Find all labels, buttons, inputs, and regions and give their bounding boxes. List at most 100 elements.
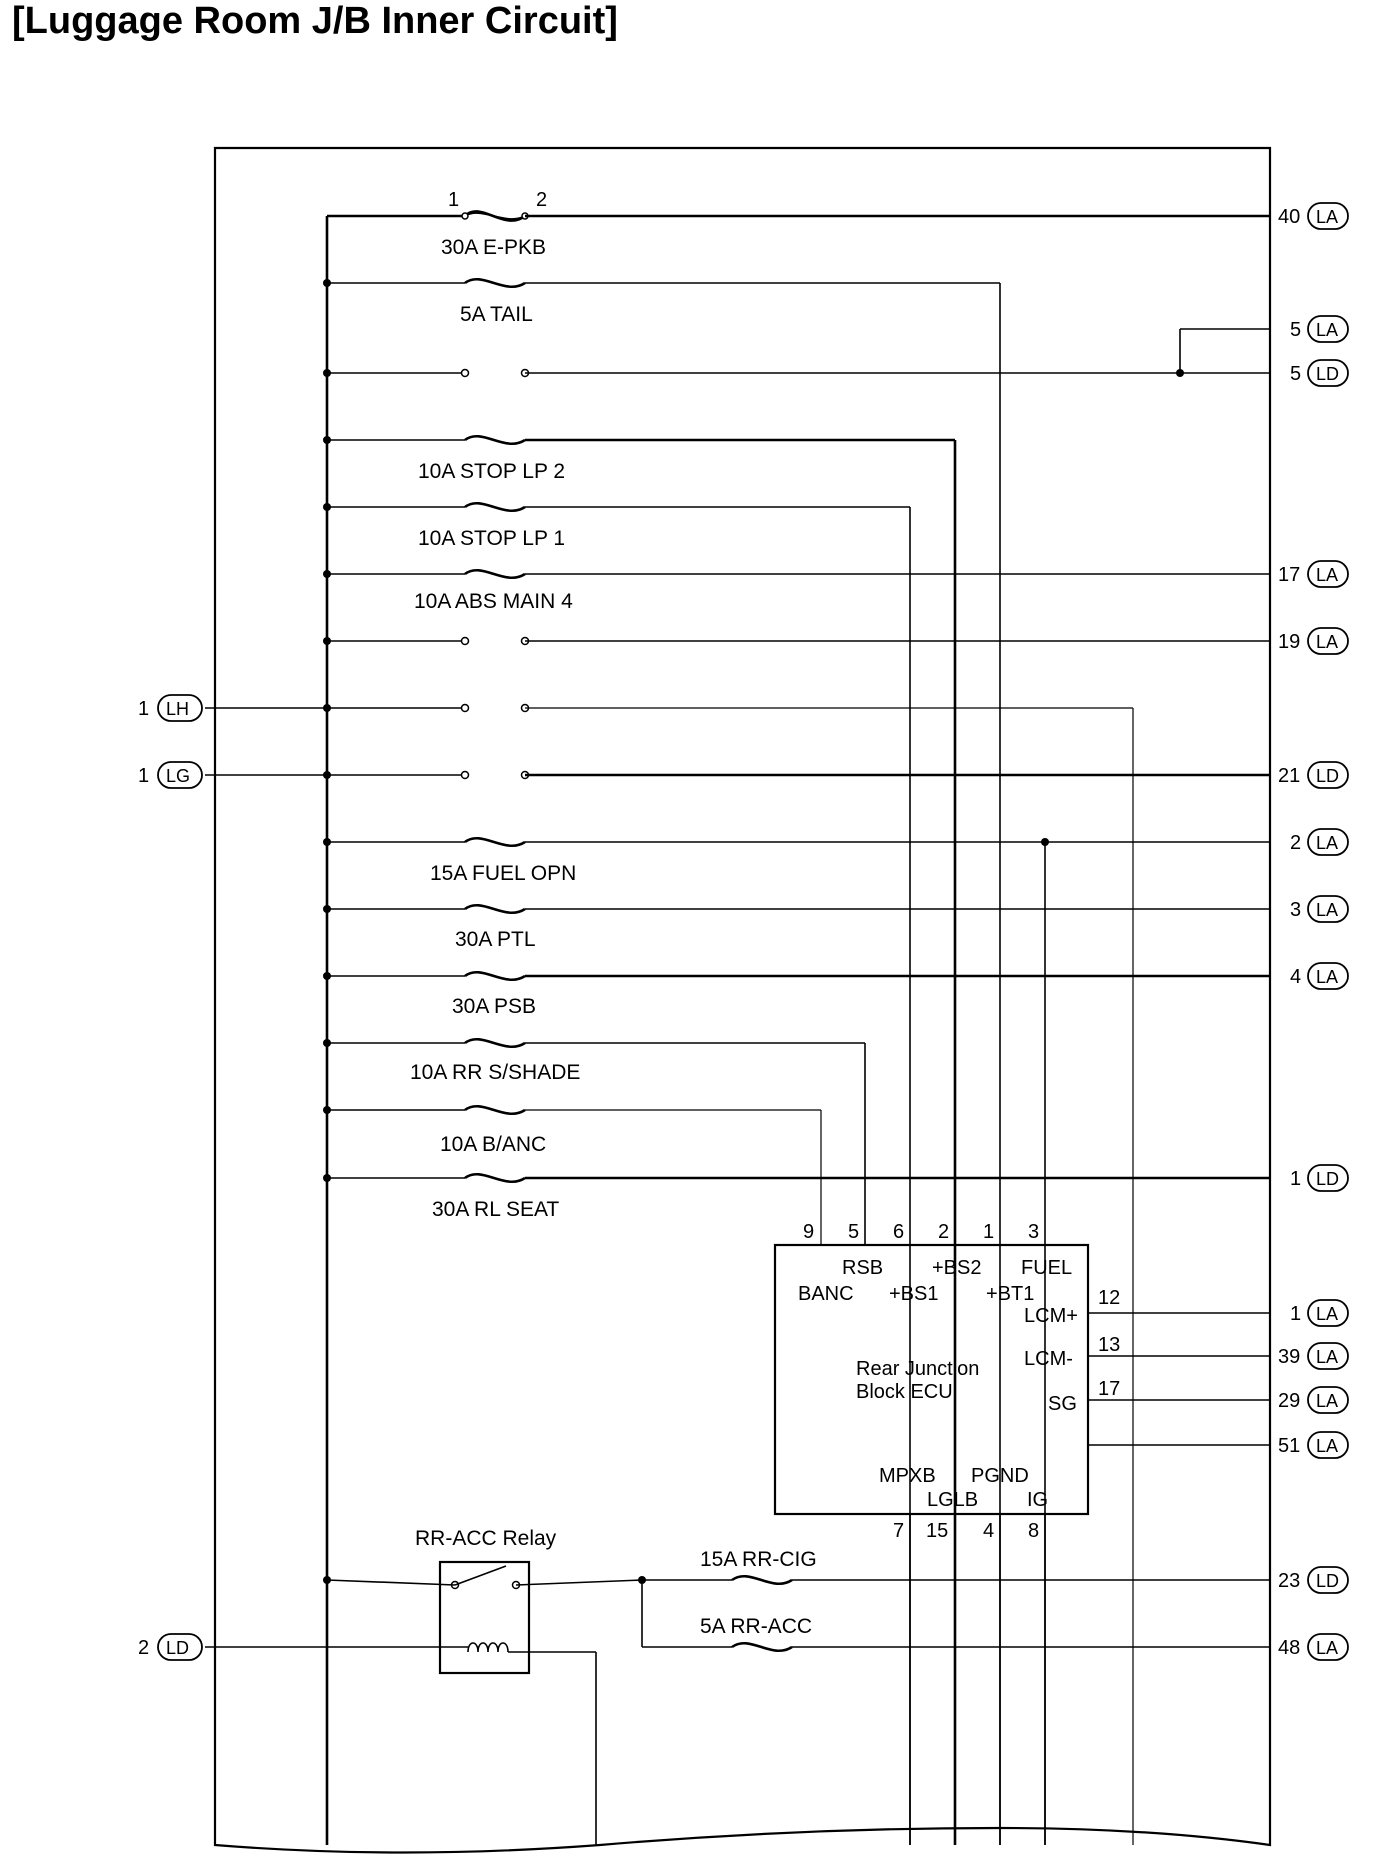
relay-coil-wire [205,1646,597,1845]
connector-number: 19 [1278,631,1300,653]
fuse-label-rl-seat: 30A RL SEAT [432,1198,559,1221]
ecu-right-pin: 12 [1098,1287,1120,1309]
right-connectors: 40 LA 5 LA 5 LD 17 LA 19 LA 21 LD 2 LA 3… [1278,202,1349,1661]
ecu-top-pin: 2 [938,1221,949,1243]
open-slot-19 [327,636,1270,646]
fuse-rl-seat: 30A RL SEAT [327,1172,1270,1221]
fuse-b-anc: 10A B/ANC [327,1104,822,1245]
open-slot-lh [205,703,1134,1845]
ecu-top-pin: 6 [893,1221,904,1243]
ecu-label-lcm-plus: LCM+ [1024,1305,1078,1327]
connector-number: 1 [1290,1168,1301,1190]
connector-code: LA [1316,1304,1338,1324]
connector-code: LD [166,1638,189,1658]
fuse-rr-sshade: 10A RR S/SHADE [327,1037,866,1245]
fuse-rr-cig: 15A RR-CIG [642,1548,1270,1586]
ecu-name-line1: Rear Junction [856,1358,979,1380]
ecu-output-wires [1088,1312,1270,1446]
rear-junction-block-ecu: 9 5 6 2 1 3 RSB +BS2 FUEL BANC +BS1 +BT1… [773,1221,1120,1542]
rr-acc-relay: RR-ACC Relay [415,1527,557,1675]
page-title: [Luggage Room J/B Inner Circuit] [12,0,618,42]
ecu-label-pgnd: PGND [971,1465,1029,1487]
fuse-label-psb: 30A PSB [452,995,536,1018]
ecu-top-pin: 1 [983,1221,994,1243]
connector-code: LA [1316,565,1338,585]
connector-code: LA [1316,900,1338,920]
connector-code: LA [1316,320,1338,340]
ecu-label-banc: BANC [798,1283,854,1305]
fuse-rr-acc: 5A RR-ACC [641,1580,1270,1653]
connector-code: LG [166,766,190,786]
ecu-label-bs1: +BS1 [889,1283,938,1305]
fuse-label-tail: 5A TAIL [460,303,533,326]
ecu-label-mpxb: MPXB [879,1465,936,1487]
connector-number: 1 [138,765,149,787]
connector-code: LA [1316,1436,1338,1456]
fuse-label-rr-acc: 5A RR-ACC [700,1615,812,1638]
connector-code: LD [1316,1169,1339,1189]
connector-number: 1 [1290,1303,1301,1325]
fuse-label-abs-main4: 10A ABS MAIN 4 [414,590,573,613]
connector-code: LA [1316,833,1338,853]
connector-number: 40 [1278,206,1300,228]
relay-input-wire [326,1579,456,1586]
connector-number: 21 [1278,765,1300,787]
e-pkb-pin-2: 2 [536,189,547,211]
connector-number: 3 [1290,899,1301,921]
ecu-label-bs2: +BS2 [932,1257,981,1279]
ecu-right-pin: 13 [1098,1334,1120,1356]
connector-code: LA [1316,1638,1338,1658]
e-pkb-pin-1: 1 [448,189,459,211]
connector-code: LA [1316,967,1338,987]
connector-number: 17 [1278,564,1300,586]
connector-number: 2 [138,1637,149,1659]
jb-outline [213,146,1272,1854]
ecu-label-bt1: +BT1 [986,1283,1034,1305]
connector-number: 48 [1278,1637,1300,1659]
connector-code: LA [1316,632,1338,652]
ecu-top-pin: 9 [803,1221,814,1243]
ecu-name-line2: Block ECU [856,1381,953,1403]
connector-number: 5 [1290,319,1301,341]
fuse-psb: 30A PSB [327,970,1270,1018]
connector-number: 4 [1290,966,1301,988]
open-slot-5 [327,328,1270,378]
fuse-label-stop-lp1: 10A STOP LP 1 [418,527,565,550]
ecu-label-lcm-minus: LCM- [1024,1348,1073,1370]
connector-number: 39 [1278,1346,1300,1368]
left-connectors: 1 LH 1 LG 2 LD [138,694,203,1661]
connector-number: 29 [1278,1390,1300,1412]
ecu-bottom-pin: 8 [1028,1520,1039,1542]
ecu-label-fuel: FUEL [1021,1257,1072,1279]
ecu-bottom-pin: 7 [893,1520,904,1542]
connector-number: 5 [1290,363,1301,385]
ecu-bottom-pin: 4 [983,1520,994,1542]
ecu-bottom-wires [909,1514,1046,1845]
ecu-label-ig: IG [1027,1489,1048,1511]
connector-code: LA [1316,1347,1338,1367]
relay-output-wire [515,1579,643,1586]
fuse-label-b-anc: 10A B/ANC [440,1133,546,1156]
fuse-ptl: 30A PTL [327,903,1270,951]
connector-code: LH [166,699,189,719]
ecu-bottom-pin: 15 [926,1520,948,1542]
connector-code: LA [1316,1391,1338,1411]
ecu-label-lglb: LGLB [927,1489,978,1511]
fuse-abs-main4: 10A ABS MAIN 4 [327,568,1270,613]
open-slot-lg [205,770,1270,780]
ecu-label-sg: SG [1048,1393,1077,1415]
connector-code: LD [1316,364,1339,384]
fuse-fuel-opn: 15A FUEL OPN [327,836,1270,1845]
fuse-label-stop-lp2: 10A STOP LP 2 [418,460,565,483]
ecu-top-pin: 5 [848,1221,859,1243]
fuse-label-fuel-opn: 15A FUEL OPN [430,862,576,885]
connector-number: 23 [1278,1570,1300,1592]
connector-number: 51 [1278,1435,1300,1457]
fuse-stop-lp2: 10A STOP LP 2 [327,434,957,1845]
ecu-label-rsb: RSB [842,1257,883,1279]
fuse-label-rr-sshade: 10A RR S/SHADE [410,1061,580,1084]
fuse-label-rr-cig: 15A RR-CIG [700,1548,817,1571]
fuse-label-ptl: 30A PTL [455,928,536,951]
connector-number: 1 [138,698,149,720]
